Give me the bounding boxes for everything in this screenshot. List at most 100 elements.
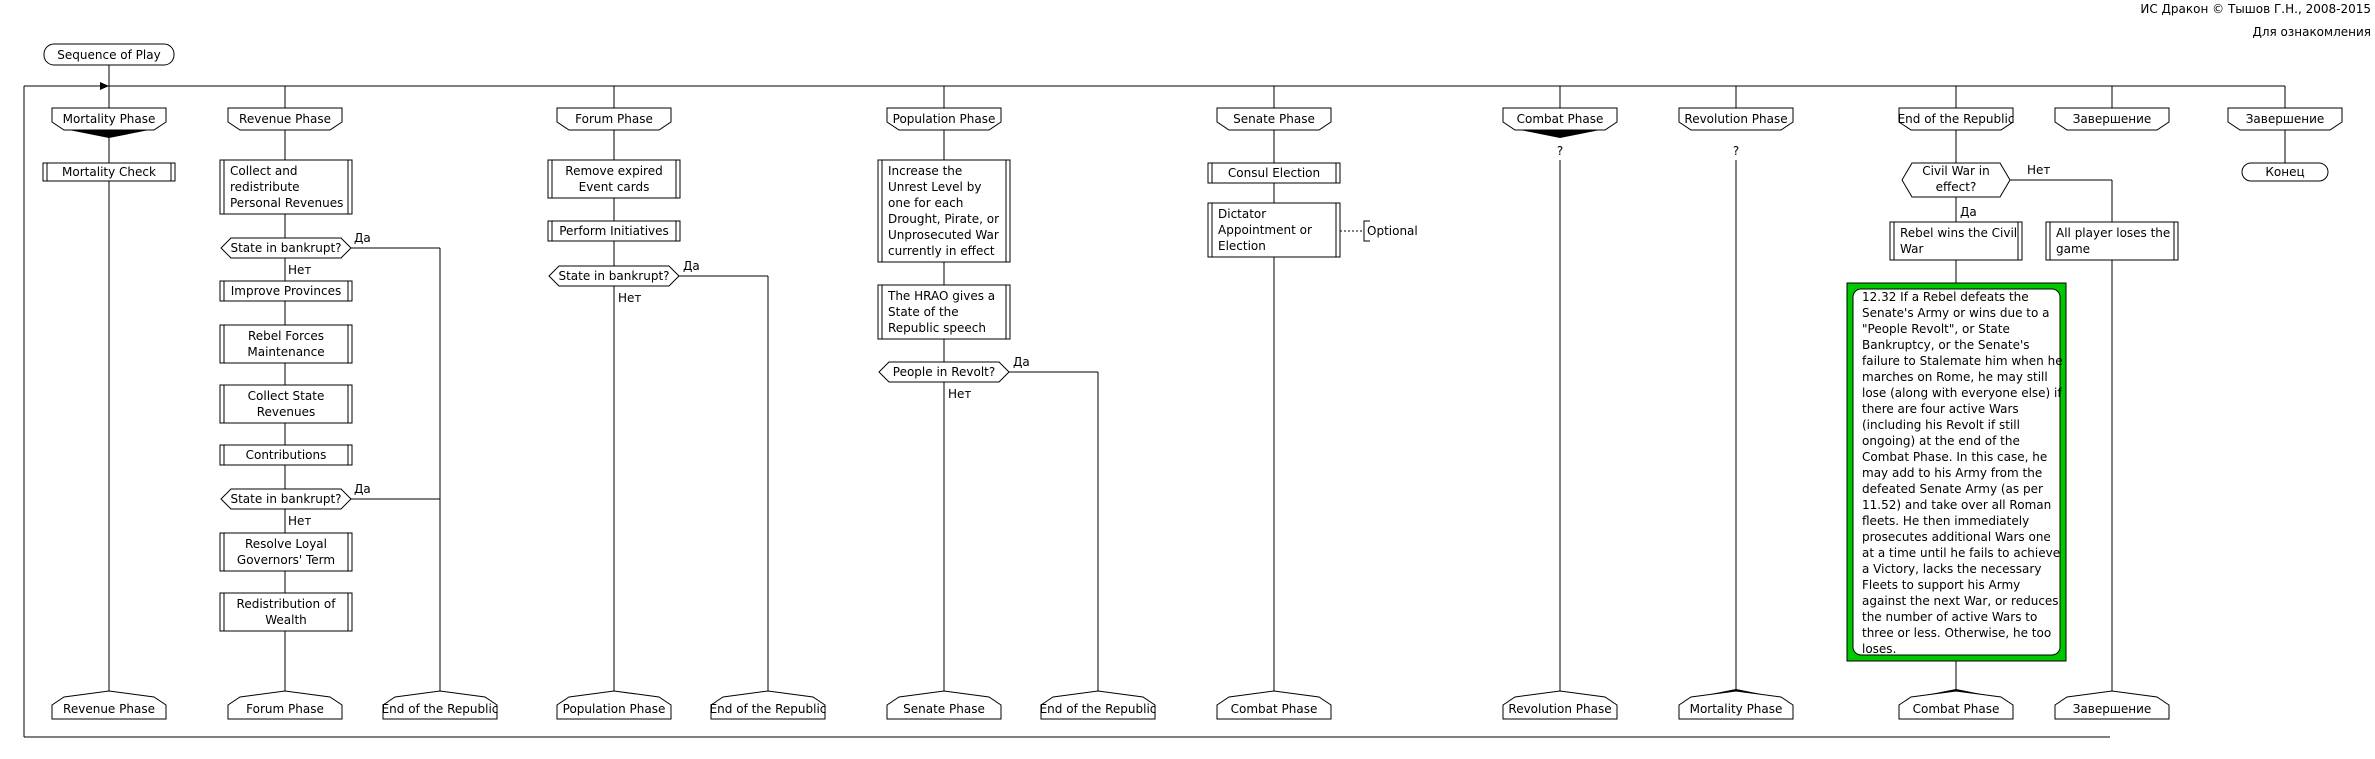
step-dictator-text-line: Appointment or	[1218, 223, 1312, 237]
step-remove-expired-text-line: Remove expired	[565, 164, 662, 178]
step-consul-election	[1207, 162, 1341, 184]
address-revenue-label: Forum Phase	[246, 702, 324, 716]
step-hrao-speech-text-line: State of the	[888, 305, 959, 319]
step-mortality-check-text-line: Mortality Check	[62, 165, 156, 179]
step-hrao-speech	[877, 284, 1011, 340]
column-header-finish-label: Завершение	[2246, 112, 2325, 126]
step-dictator-text-line: Dictator	[1218, 207, 1266, 221]
column-header-combat-label: Combat Phase	[1517, 112, 1604, 126]
end-terminal	[2241, 162, 2329, 182]
step-collect-state-text-line: Collect State	[248, 389, 325, 403]
yes-label: Да	[1013, 355, 1030, 369]
column-header-forum	[556, 107, 672, 131]
address-senate-label: Combat Phase	[1231, 702, 1318, 716]
rule-note-text-line: "People Revolt", or State	[1862, 322, 2010, 336]
rule-note-text-line: (including his Revolt if still	[1862, 418, 2020, 432]
step-redistribution-text-line: Wealth	[265, 613, 307, 627]
step-improve-provinces-text-line: Improve Provinces	[231, 284, 341, 298]
column-header-finish-label: Завершение	[2073, 112, 2152, 126]
comment-optional: Optional	[1367, 224, 1418, 238]
combat-mark: ?	[1557, 144, 1563, 158]
rule-note-text-line: Combat Phase. In this case, he	[1862, 450, 2047, 464]
column-header-population-label: Population Phase	[893, 112, 996, 126]
step-dictator-text-line: Election	[1218, 239, 1266, 253]
step-increase-unrest-text-line: Increase the	[888, 164, 962, 178]
step-hrao-speech-text-line: Republic speech	[888, 321, 986, 335]
address-revolution-label: Mortality Phase	[1690, 702, 1783, 716]
step-mortality-check	[42, 162, 176, 182]
rule-note-text-line: failure to Stalemate him when he	[1862, 354, 2063, 368]
address-mortality	[51, 690, 167, 720]
rule-note-text-line: against the next War, or reduces	[1862, 594, 2059, 608]
step-increase-unrest	[877, 159, 1011, 263]
rule-note-text-line: fleets. He then immediately	[1862, 514, 2029, 528]
column-header-end-republic-label: End of the Republic	[1898, 112, 2015, 126]
step-rebel-wins-text-line: Rebel wins the Civil	[1900, 226, 2017, 240]
column-header-senate	[1216, 107, 1332, 131]
rule-note-text-line: there are four active Wars	[1862, 402, 2019, 416]
step-collect-state	[219, 384, 353, 424]
rule-note-text-line: at a time until he fails to achieve	[1862, 546, 2060, 560]
rule-note-text-line: defeated Senate Army (as per	[1862, 482, 2043, 496]
question-bankrupt-2	[220, 488, 352, 510]
column-header-revenue-label: Revenue Phase	[239, 112, 331, 126]
rule-note-text-line: a Victory, lacks the necessary	[1862, 562, 2041, 576]
step-collect-state-text-line: Revenues	[257, 405, 316, 419]
column-header-revolution	[1678, 107, 1794, 131]
column-header-combat	[1502, 107, 1618, 131]
rule-note	[1852, 288, 2061, 656]
address-end-branch-label: Завершение	[2073, 702, 2152, 716]
address-end-republic-label: Combat Phase	[1913, 702, 2000, 716]
revolution-mark: ?	[1733, 144, 1739, 158]
title-terminal	[43, 43, 175, 66]
rule-note-text-line: prosecutes additional Wars one	[1862, 530, 2051, 544]
no-label: Нет	[948, 387, 971, 401]
question-bankrupt-3-label: State in bankrupt?	[558, 269, 669, 283]
address-population-branch	[1040, 690, 1156, 720]
step-rebel-wins	[1889, 221, 2023, 261]
step-collect-revenues	[219, 159, 353, 215]
rule-note-text-line: Senate's Army or wins due to a	[1862, 306, 2050, 320]
rule-note-text-line: Bankruptcy, or the Senate's	[1862, 338, 2030, 352]
no-label: Нет	[288, 514, 311, 528]
rule-note-text-line: 12.32 If a Rebel defeats the	[1862, 290, 2029, 304]
step-resolve-loyal-text-line: Governors' Term	[237, 553, 335, 567]
step-increase-unrest-text-line: one for each	[888, 196, 963, 210]
yes-label: Да	[354, 482, 371, 496]
address-end-branch	[2054, 690, 2170, 720]
step-rebel-wins-text-line: War	[1900, 242, 1923, 256]
step-collect-revenues-text-line: Personal Revenues	[230, 196, 343, 210]
step-rebel-forces-text-line: Maintenance	[247, 345, 324, 359]
rule-note-text-line: Fleets to support his Army	[1862, 578, 2020, 592]
rule-note-text-line: ongoing) at the end of the	[1862, 434, 2020, 448]
address-forum-branch	[710, 690, 826, 720]
rule-note-text-line: marches on Rome, he may still	[1862, 370, 2048, 384]
step-contributions	[219, 444, 353, 466]
step-increase-unrest-text-line: Unprosecuted War	[888, 228, 999, 242]
column-header-finish	[2227, 107, 2343, 131]
step-perform-initiatives-text-line: Perform Initiatives	[559, 224, 669, 238]
diagram-title: Sequence of Play	[57, 48, 160, 62]
address-revenue-branch	[382, 690, 498, 720]
combat-header-marker	[1520, 130, 1600, 138]
address-population-branch-label: End of the Republic	[1040, 702, 1157, 716]
column-header-end-republic	[1898, 107, 2014, 131]
address-revenue	[227, 690, 343, 720]
question-people-revolt-label: People in Revolt?	[893, 365, 995, 379]
comment-bracket	[1363, 220, 1370, 242]
column-header-revenue	[227, 107, 343, 131]
step-redistribution	[219, 592, 353, 632]
step-perform-initiatives	[547, 220, 681, 242]
address-mortality-label: Revenue Phase	[63, 702, 155, 716]
step-redistribution-text-line: Redistribution of	[237, 597, 337, 611]
address-forum-label: Population Phase	[563, 702, 666, 716]
step-collect-revenues-text-line: Collect and	[230, 164, 297, 178]
loop-arrow	[100, 82, 109, 90]
question-civil-war-text-line: effect?	[1936, 180, 1977, 194]
step-dictator	[1207, 202, 1341, 258]
column-header-forum-label: Forum Phase	[575, 112, 653, 126]
step-contributions-text-line: Contributions	[246, 448, 327, 462]
step-remove-expired	[547, 159, 681, 199]
address-revenue-branch-label: End of the Republic	[382, 702, 499, 716]
review-note: Для ознакомления	[2252, 25, 2371, 39]
